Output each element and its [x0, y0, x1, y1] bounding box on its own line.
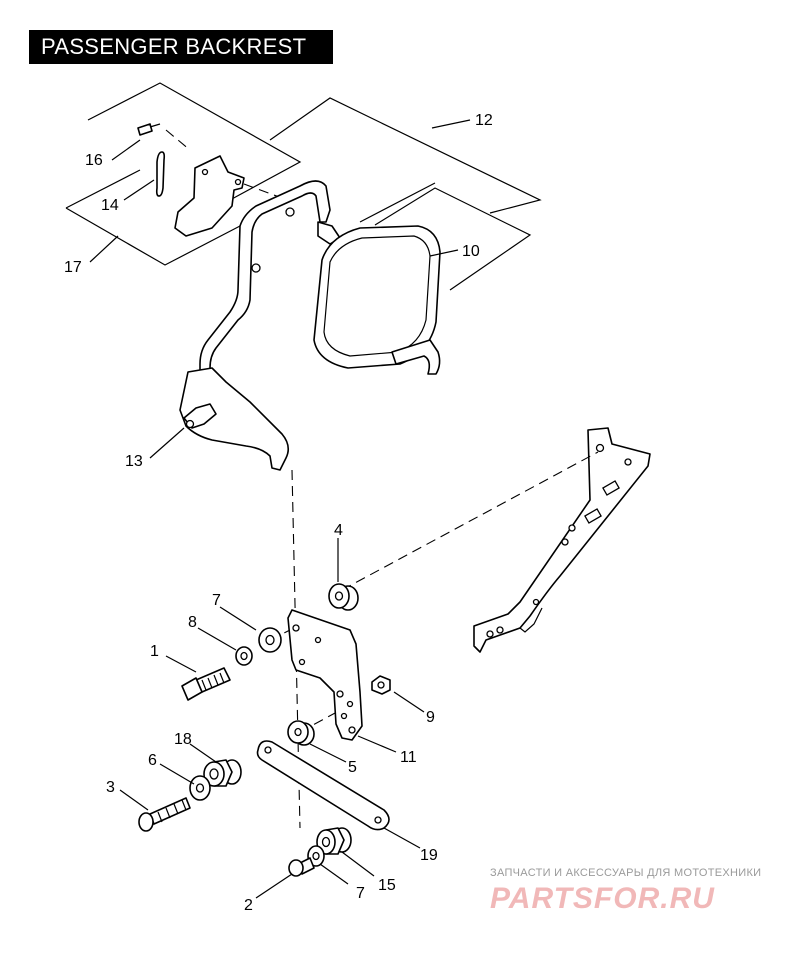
callout-labels: 16 14 17 12 10 13 4 7 8 1 9 11 5 18 6 3 … — [64, 112, 493, 914]
callout-7-upper: 7 — [212, 592, 221, 609]
part-16-screw — [137, 123, 161, 136]
callout-3: 3 — [106, 779, 115, 796]
part-4-spacer — [328, 583, 359, 611]
callout-17: 17 — [64, 259, 82, 276]
callout-4: 4 — [334, 522, 343, 539]
callout-8: 8 — [188, 614, 197, 631]
part-6-washer — [189, 775, 211, 801]
part-2-screw — [288, 857, 315, 877]
callout-9: 9 — [426, 709, 435, 726]
callout-11: 11 — [400, 749, 417, 766]
callout-14: 14 — [101, 197, 119, 214]
part-3-screw — [138, 797, 191, 832]
side-mount-bracket — [473, 427, 651, 653]
callout-2: 2 — [244, 897, 253, 914]
callout-7-lower: 7 — [356, 885, 365, 902]
callout-16: 16 — [85, 152, 103, 169]
watermark-brand: PARTSFOR.RU — [490, 882, 715, 915]
callout-13: 13 — [125, 453, 143, 470]
part-19-link — [256, 740, 390, 831]
part-13-upright — [179, 180, 341, 471]
watermark: ЗАПЧАСТИ И АКСЕССУАРЫ ДЛЯ МОТОТЕХНИКИ PA… — [490, 867, 761, 915]
kit-outline-17 — [87, 82, 302, 201]
callout-10: 10 — [462, 243, 480, 260]
part-10-backrest-pad — [313, 225, 441, 375]
callout-19: 19 — [420, 847, 438, 864]
part-8-lock-washer — [235, 646, 253, 666]
callout-6: 6 — [148, 752, 157, 769]
part-11-mount-plate — [287, 609, 363, 741]
part-17-plate — [174, 155, 245, 237]
assembly-line-bracket — [341, 451, 599, 591]
callout-1: 1 — [150, 643, 159, 660]
kit-outline-12 — [269, 97, 542, 223]
part-9-nut — [371, 675, 391, 695]
watermark-tagline: ЗАПЧАСТИ И АКСЕССУАРЫ ДЛЯ МОТОТЕХНИКИ — [490, 867, 761, 879]
callout-15: 15 — [378, 877, 396, 894]
callout-12: 12 — [475, 112, 493, 129]
part-14-clip — [155, 151, 166, 197]
part-7-washer-upper — [258, 627, 282, 653]
part-1-bolt — [181, 667, 231, 701]
part-5-spacer — [287, 720, 315, 746]
diagram-title: PASSENGER BACKREST — [29, 30, 333, 64]
part-18-bushing — [203, 759, 242, 787]
callout-5: 5 — [348, 759, 357, 776]
kit-outline-10 — [374, 187, 532, 291]
callout-18: 18 — [174, 731, 192, 748]
kit-outline-17-lower — [65, 169, 241, 266]
leader-lines — [89, 119, 471, 899]
